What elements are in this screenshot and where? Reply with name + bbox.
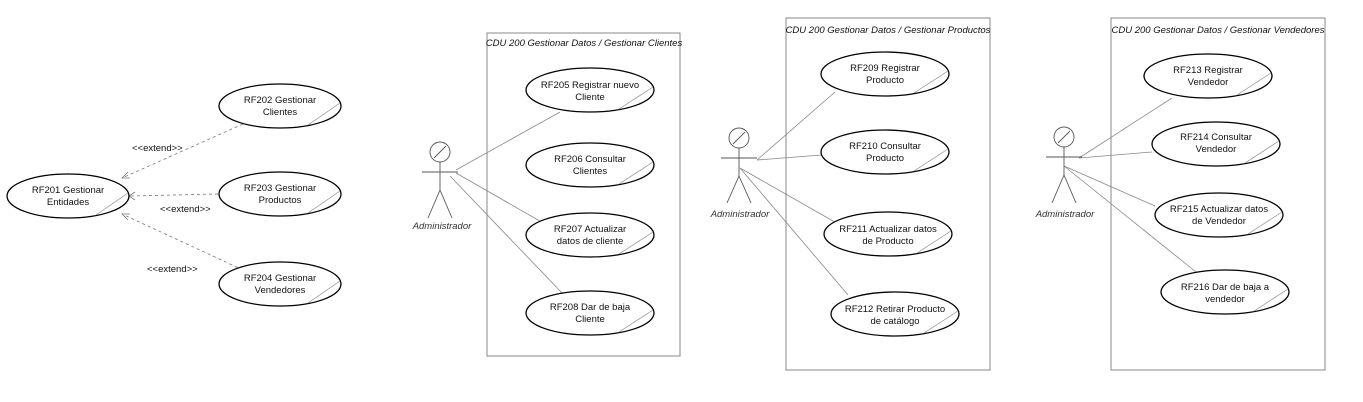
usecase-rf202[interactable]: RF202 Gestionar Clientes bbox=[218, 83, 342, 129]
usecase-rf208[interactable]: RF208 Dar de baja Cliente bbox=[525, 290, 655, 336]
usecase-label: RF215 Actualizar datos bbox=[1170, 204, 1268, 215]
usecase-rf201[interactable]: RF201 Gestionar Entidades bbox=[6, 173, 130, 219]
clientes-diagram: CDU 200 Gestionar Datos / Gestionar Clie… bbox=[412, 32, 683, 357]
usecase-rf206[interactable]: RF206 Consultar Clientes bbox=[525, 142, 655, 188]
productos-diagram: CDU 200 Gestionar Datos / Gestionar Prod… bbox=[710, 17, 991, 371]
usecase-rf203[interactable]: RF203 Gestionar Productos bbox=[218, 171, 342, 217]
usecase-label: de catálogo bbox=[870, 316, 919, 327]
usecase-label: de Vendedor bbox=[1192, 216, 1246, 227]
usecase-rf214[interactable]: RF214 Consultar Vendedor bbox=[1151, 121, 1281, 167]
arrowhead-204 bbox=[121, 213, 130, 221]
usecase-label: vendedor bbox=[1205, 294, 1245, 305]
usecase-label: RF213 Registrar bbox=[1173, 65, 1243, 76]
usecase-rf212[interactable]: RF212 Retirar Producto de catálogo bbox=[830, 291, 960, 337]
actor-vendedores[interactable]: Administrador bbox=[1035, 126, 1095, 220]
usecase-label: RF214 Consultar bbox=[1180, 132, 1252, 143]
usecase-label: RF211 Actualizar datos bbox=[839, 224, 937, 235]
usecase-label: RF204 Gestionar bbox=[244, 273, 316, 284]
actor-clientes[interactable]: Administrador bbox=[412, 141, 472, 232]
usecase-rf211[interactable]: RF211 Actualizar datos de Producto bbox=[823, 211, 953, 257]
usecase-label: Clientes bbox=[263, 107, 298, 118]
usecase-label: RF203 Gestionar bbox=[244, 183, 316, 194]
system-title-vendedores: CDU 200 Gestionar Datos / Gestionar Vend… bbox=[1112, 25, 1325, 36]
usecase-label: RF209 Registrar bbox=[850, 63, 920, 74]
usecase-label: datos de cliente bbox=[557, 236, 624, 247]
usecase-label: RF210 Consultar bbox=[849, 141, 921, 152]
usecase-rf204[interactable]: RF204 Gestionar Vendedores bbox=[218, 261, 342, 307]
usecase-label: Vendedor bbox=[1188, 77, 1229, 88]
usecase-label: RF205 Registrar nuevo bbox=[541, 80, 639, 91]
general-diagram: <<extend>> <<extend>> <<extend>> RF201 G… bbox=[6, 83, 342, 307]
system-title-clientes: CDU 200 Gestionar Datos / Gestionar Clie… bbox=[486, 38, 683, 49]
usecase-label: Vendedores bbox=[255, 285, 306, 296]
usecase-rf207[interactable]: RF207 Actualizar datos de cliente bbox=[525, 212, 655, 258]
actor-label: Administrador bbox=[710, 209, 770, 220]
usecase-label: Producto bbox=[866, 153, 904, 164]
usecase-rf210[interactable]: RF210 Consultar Producto bbox=[820, 129, 950, 175]
usecase-label: Clientes bbox=[573, 166, 608, 177]
usecase-rf215[interactable]: RF215 Actualizar datos de Vendedor bbox=[1154, 192, 1284, 238]
usecase-label: RF208 Dar de baja bbox=[550, 302, 631, 313]
usecase-label: RF212 Retirar Producto bbox=[845, 304, 945, 315]
arrowhead-202 bbox=[121, 171, 130, 179]
extend-label-202: <<extend>> bbox=[132, 143, 183, 154]
extend-arrow-202 bbox=[121, 123, 244, 179]
extend-arrow-203 bbox=[129, 193, 219, 197]
usecase-rf213[interactable]: RF213 Registrar Vendedor bbox=[1143, 53, 1273, 99]
usecase-rf209[interactable]: RF209 Registrar Producto bbox=[820, 51, 950, 97]
usecase-label: RF202 Gestionar bbox=[244, 95, 316, 106]
usecase-label: RF207 Actualizar bbox=[554, 224, 626, 235]
usecase-label: de Producto bbox=[862, 236, 913, 247]
extend-label-203: <<extend>> bbox=[160, 204, 211, 215]
usecase-rf205[interactable]: RF205 Registrar nuevo Cliente bbox=[525, 67, 655, 113]
usecase-label: Vendedor bbox=[1196, 144, 1237, 155]
usecase-rf216[interactable]: RF216 Dar de baja a vendedor bbox=[1160, 269, 1290, 315]
actor-label: Administrador bbox=[1035, 209, 1095, 220]
usecase-label: RF206 Consultar bbox=[554, 154, 626, 165]
system-title-productos: CDU 200 Gestionar Datos / Gestionar Prod… bbox=[786, 25, 991, 36]
extend-label-204: <<extend>> bbox=[147, 264, 198, 275]
usecase-label: Productos bbox=[259, 195, 302, 206]
usecase-label: Cliente bbox=[575, 92, 605, 103]
usecase-label: Producto bbox=[866, 75, 904, 86]
usecase-label: Cliente bbox=[575, 314, 605, 325]
vendedores-diagram: CDU 200 Gestionar Datos / Gestionar Vend… bbox=[1035, 17, 1326, 371]
usecase-label: RF216 Dar de baja a bbox=[1181, 282, 1270, 293]
actor-productos[interactable]: Administrador bbox=[710, 127, 770, 220]
usecase-label: RF201 Gestionar bbox=[32, 185, 104, 196]
actor-label: Administrador bbox=[412, 221, 472, 232]
usecase-label: Entidades bbox=[47, 197, 90, 208]
extend-arrow-204 bbox=[121, 213, 244, 271]
